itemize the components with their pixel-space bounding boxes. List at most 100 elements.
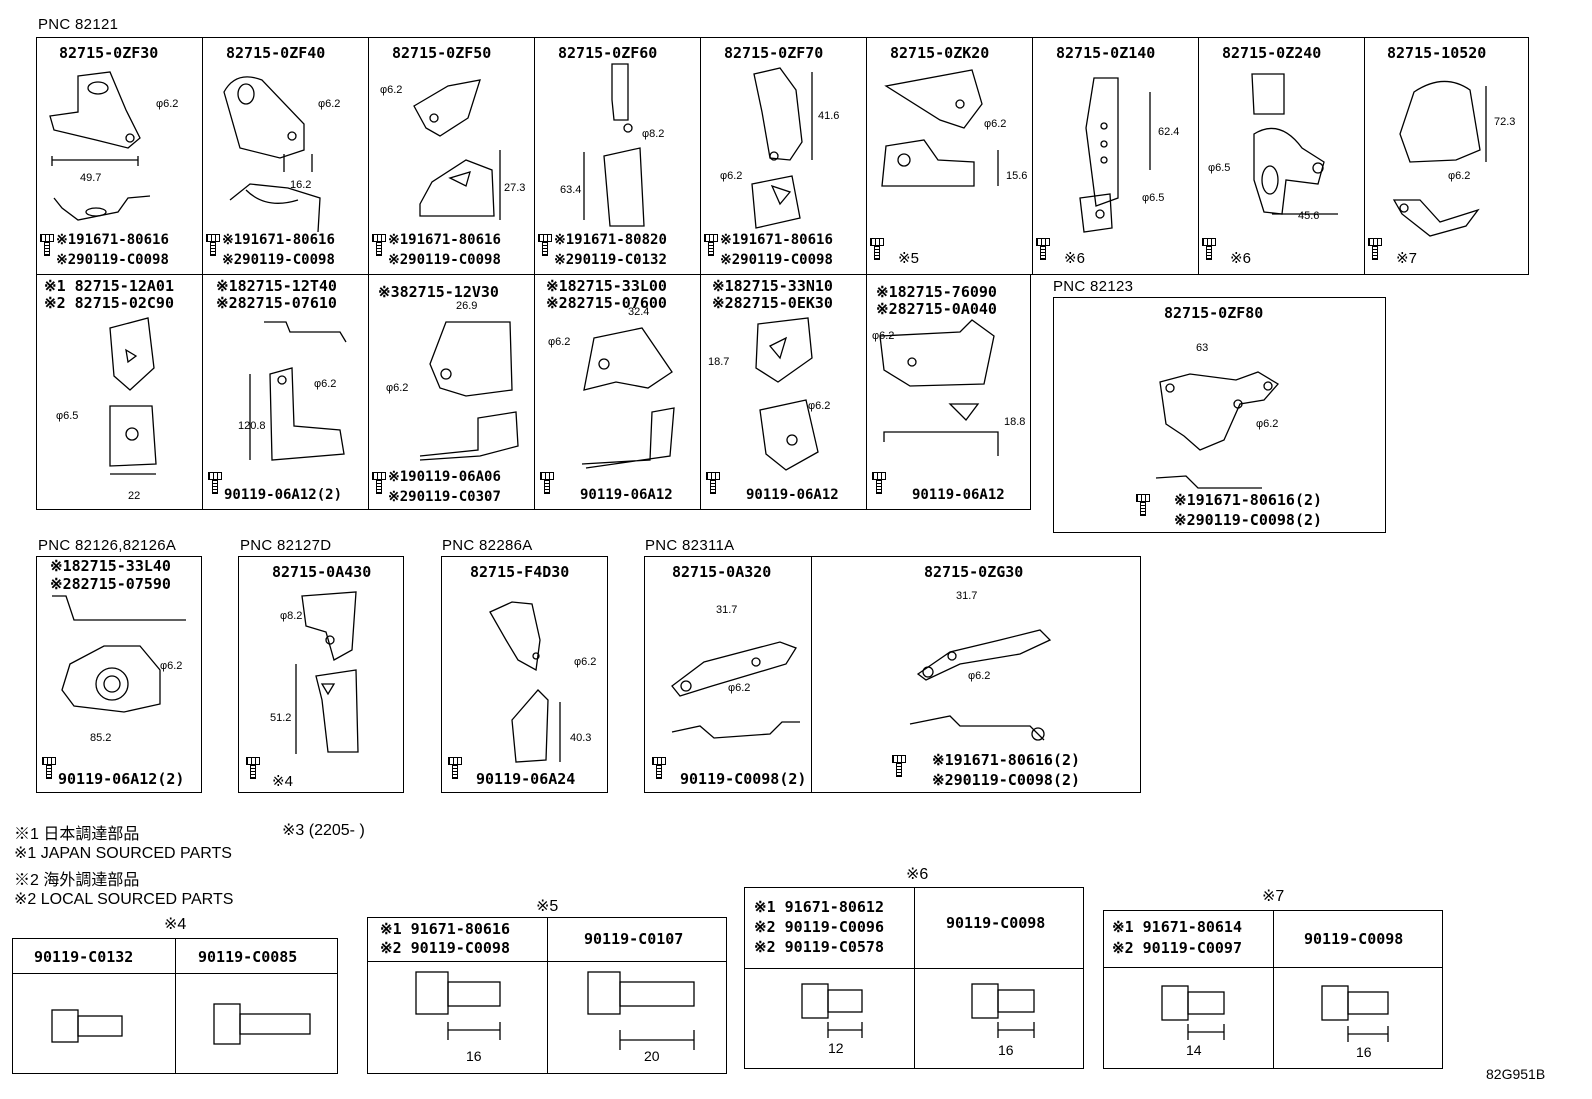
pnc-label-82126: PNC 82126,82126A [38, 537, 177, 554]
dimension-label: 18.7 [708, 356, 730, 368]
drawing-code: 82G951B [1486, 1066, 1546, 1082]
bolt-note: ※191671-80616 [388, 232, 501, 248]
part-number: 82715-0ZF50 [392, 44, 492, 62]
part-number: 82715-0ZK20 [890, 44, 990, 62]
dimension-label: 16 [998, 1042, 1014, 1058]
bolt-icon [372, 472, 386, 494]
dimension-label: 16 [1356, 1044, 1372, 1060]
bolt-note: ※290119-C0098(2) [932, 771, 1081, 789]
bolt-icon [540, 472, 554, 494]
row2-header: ※182715-33L00 [546, 277, 667, 295]
bolt-note: ※290119-C0098 [222, 252, 335, 268]
pnc-label-82286a: PNC 82286A [442, 537, 533, 554]
dimension-label: 63.4 [560, 184, 582, 196]
legend-line: ※2 LOCAL SOURCED PARTS [14, 891, 234, 908]
dimension-label: φ6.2 [548, 336, 571, 348]
dimension-label: φ6.2 [314, 378, 337, 390]
row2-header: ※182715-33N10 [712, 277, 833, 295]
bolt-icon [706, 472, 720, 494]
part-number: 82715-0Z140 [1056, 44, 1156, 62]
bolt-icon [1368, 238, 1382, 260]
bolt-icon [206, 234, 220, 256]
bolt-icon [1202, 238, 1216, 260]
part-number: 82715-0ZF80 [1164, 304, 1264, 322]
dimension-label: 22 [128, 490, 141, 502]
bolt-note: ※191671-80616 [56, 232, 169, 248]
bolt-note: 90119-06A12 [580, 487, 673, 503]
dimension-label: 85.2 [90, 732, 112, 744]
bolt-note: ※191671-80616 [222, 232, 335, 248]
pnc-label-82127d: PNC 82127D [240, 537, 332, 554]
dimension-label: 31.7 [716, 604, 738, 616]
dimension-label: φ6.2 [808, 400, 831, 412]
bolt-icon [372, 234, 386, 256]
row2-header: ※282715-0A040 [876, 300, 997, 318]
bolt-table-6 [744, 887, 1084, 1069]
bolt-icon [40, 234, 54, 256]
row2-header: ※382715-12V30 [378, 283, 499, 301]
table-cell: ※1 91671-80616 [380, 920, 510, 938]
bolt-note: 90119-06A12 [912, 487, 1005, 503]
part-number: 82715-0ZF40 [226, 44, 326, 62]
bolt-note: ※290119-C0307 [388, 489, 501, 505]
bolt-table-7 [1103, 910, 1443, 1069]
legend-line: ※2 海外調達部品 [14, 872, 140, 889]
dimension-label: 15.6 [1006, 170, 1028, 182]
box-82127d [238, 556, 404, 793]
bolt-note: 90119-06A12(2) [224, 487, 343, 503]
dimension-label: 18.8 [1004, 416, 1026, 428]
table-cell: 90119-C0098 [1304, 930, 1404, 948]
dimension-label: φ8.2 [642, 128, 665, 140]
row2-header: ※282715-0EK30 [712, 294, 833, 312]
table-title: ※6 [906, 866, 929, 883]
bolt-note: ※7 [1396, 250, 1417, 267]
dimension-label: φ6.2 [968, 670, 991, 682]
dimension-label: φ6.5 [56, 410, 79, 422]
table-cell: ※2 90119-C0578 [754, 938, 884, 956]
table-cell: ※2 90119-C0098 [380, 939, 510, 957]
dimension-label: φ6.5 [1142, 192, 1165, 204]
row2-grid [36, 274, 1031, 510]
bolt-note: 90119-06A24 [476, 770, 576, 788]
bolt-note: ※190119-06A06 [388, 469, 501, 485]
part-number: 82715-10520 [1387, 44, 1487, 62]
part-number: 82715-0Z240 [1222, 44, 1322, 62]
dimension-label: 41.6 [818, 110, 840, 122]
legend-line: ※1 JAPAN SOURCED PARTS [14, 845, 232, 862]
dimension-label: 51.2 [270, 712, 292, 724]
dimension-label: 32.4 [628, 306, 650, 318]
box-82126 [36, 556, 202, 793]
bolt-icon [1036, 238, 1050, 260]
bolt-note: ※4 [272, 773, 293, 790]
bolt-icon [892, 755, 906, 777]
bolt-note: ※5 [898, 250, 919, 267]
dimension-label: 16.2 [290, 179, 312, 191]
dimension-label: φ6.2 [1448, 170, 1471, 182]
part-number: 82715-0ZF60 [558, 44, 658, 62]
dimension-label: 20 [644, 1048, 660, 1064]
part-number: 82715-0ZF30 [59, 44, 159, 62]
dimension-label: φ6.2 [386, 382, 409, 394]
pnc-label-82311a: PNC 82311A [645, 537, 735, 554]
table-cell: 90119-C0107 [584, 930, 684, 948]
table-cell: 90119-C0085 [198, 948, 298, 966]
bolt-note: ※191671-80616 [720, 232, 833, 248]
dimension-label: 45.6 [1298, 210, 1320, 222]
dimension-label: 40.3 [570, 732, 592, 744]
bolt-icon [246, 757, 260, 779]
table-cell: ※1 91671-80614 [1112, 918, 1242, 936]
part-number: 82715-0ZG30 [924, 563, 1024, 581]
dimension-label: 72.3 [1494, 116, 1516, 128]
part-number: 82715-0A430 [272, 563, 372, 581]
bolt-note: 90119-06A12 [746, 487, 839, 503]
bolt-note: 90119-C0098(2) [680, 770, 807, 788]
dimension-label: φ6.2 [1256, 418, 1279, 430]
bolt-icon [448, 757, 462, 779]
bolt-icon [704, 234, 718, 256]
dimension-label: 27.3 [504, 182, 526, 194]
part-header: ※282715-07590 [50, 575, 171, 593]
box-82286a [441, 556, 608, 793]
row2-header: ※1 82715-12A01 [44, 277, 174, 295]
